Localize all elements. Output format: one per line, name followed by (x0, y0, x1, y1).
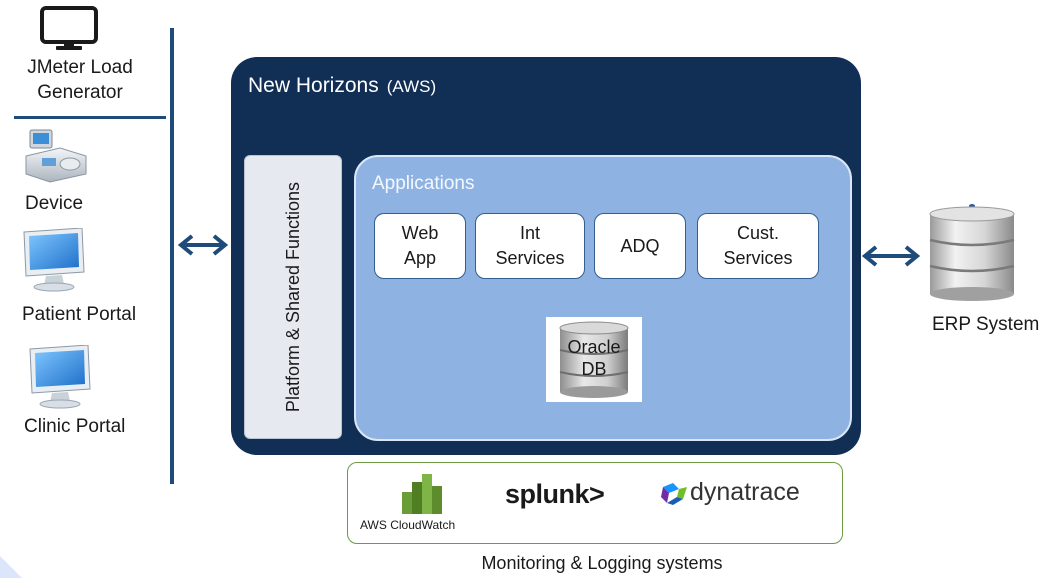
dynatrace-logo (661, 483, 687, 505)
bidirectional-arrow-icon (861, 245, 921, 267)
app-cust-services: Cust. Services (697, 213, 819, 279)
app-int-services: Int Services (475, 213, 585, 279)
clinic-portal-label: Clinic Portal (24, 416, 126, 437)
corner-decoration (0, 556, 22, 578)
bidirectional-arrow-icon (177, 234, 229, 256)
platform-shared-functions-box: Platform & Shared Functions (244, 155, 342, 439)
splunk-logo: splunk> (505, 479, 605, 509)
aws-title-main: New Horizons (248, 74, 379, 97)
app-adq: ADQ (594, 213, 686, 279)
applications-title: Applications (372, 173, 475, 194)
client-divider-vertical (170, 28, 174, 484)
app-web-app: Web App (374, 213, 466, 279)
computer-icon (23, 228, 85, 292)
cloudwatch-label: AWS CloudWatch (360, 518, 456, 532)
dynatrace-label: dynatrace (690, 478, 800, 506)
client-divider-horizontal (14, 116, 166, 119)
jmeter-label: JMeter Load Generator (27, 57, 133, 103)
device-label: Device (25, 193, 84, 214)
database-icon (559, 321, 629, 398)
aws-title-sub: (AWS) (386, 77, 437, 96)
oracle-db-label: Oracle DB (567, 337, 621, 379)
medical-device-icon (25, 129, 87, 183)
erp-system-label: ERP System (932, 314, 1040, 335)
aws-title: New Horizons (AWS) (248, 74, 436, 98)
monitoring-caption: Monitoring & Logging systems (481, 553, 723, 573)
desktop-monitor-icon (40, 6, 98, 50)
computer-icon (29, 345, 91, 409)
platform-label: Platform & Shared Functions (283, 181, 303, 413)
patient-portal-label: Patient Portal (22, 304, 137, 325)
database-icon (929, 204, 1015, 301)
aws-cloudwatch-logo (402, 474, 442, 514)
